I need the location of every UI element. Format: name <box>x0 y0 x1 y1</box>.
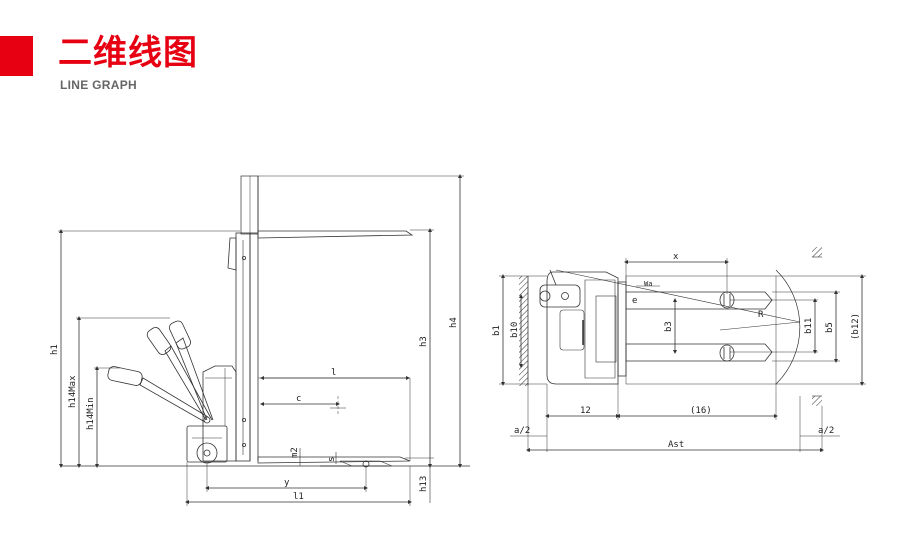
label-b10: b10 <box>510 322 520 338</box>
label-y: y <box>284 478 290 488</box>
label-l: l <box>331 368 336 378</box>
label-h4: h4 <box>449 317 459 328</box>
page-subtitle: LINE GRAPH <box>60 78 138 92</box>
truck-body <box>202 365 237 462</box>
mast-inner-extended <box>240 175 259 235</box>
wall-hatch-bottom-right <box>812 396 822 406</box>
label-c: c <box>296 394 301 404</box>
label-h13: h13 <box>419 476 429 492</box>
label-ast: Ast <box>668 440 684 450</box>
label-a2-right: a/2 <box>818 426 834 436</box>
label-s: s <box>327 457 337 462</box>
label-b5: b5 <box>825 322 835 333</box>
tiller-head-top <box>539 284 581 308</box>
tiller-mid <box>146 327 213 421</box>
label-l1: l1 <box>293 492 304 502</box>
label-b1: b1 <box>492 325 502 336</box>
top-view <box>499 247 866 452</box>
label-x: x <box>673 252 679 262</box>
label-12: 12 <box>580 406 591 416</box>
label-b3: b3 <box>664 321 674 332</box>
wall-hatch-left <box>519 276 528 386</box>
drive-wheel <box>196 442 218 464</box>
label-h3: h3 <box>419 336 429 347</box>
label-b12: (b12) <box>851 313 861 340</box>
label-a2-left: a/2 <box>514 426 530 436</box>
turning-radius <box>555 269 801 323</box>
label-e: e <box>632 296 637 306</box>
chassis-top <box>546 271 619 385</box>
label-h1: h1 <box>50 344 60 355</box>
label-wa: Wa <box>644 280 652 288</box>
label-h14max: h14Max <box>68 375 78 408</box>
wall-hatch-top-right <box>812 247 822 257</box>
drive-housing <box>186 425 228 463</box>
label-h14min: h14Min <box>86 397 96 430</box>
label-b11: b11 <box>804 318 814 334</box>
title-accent-bar <box>0 36 33 76</box>
page-title: 二维线图 <box>58 33 198 73</box>
tiller-max <box>168 320 214 421</box>
fork-top-lower <box>625 343 773 362</box>
pallet-outline <box>625 275 777 385</box>
label-16: (16) <box>690 406 712 416</box>
fork-raised <box>257 230 414 239</box>
label-r: R <box>758 310 764 320</box>
side-view <box>58 174 470 506</box>
tiller-min <box>107 366 209 423</box>
label-m2: m2 <box>290 447 300 458</box>
turning-arc <box>775 269 801 385</box>
